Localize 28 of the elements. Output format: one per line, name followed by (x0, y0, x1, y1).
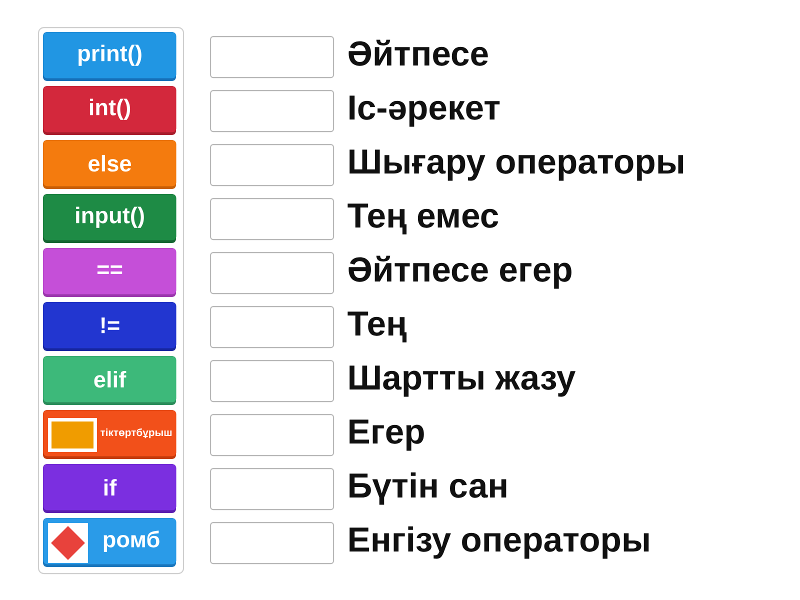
answer-tile: int() (43, 86, 176, 135)
answer-box (210, 414, 334, 456)
term-label: Тең (348, 312, 407, 342)
answer-tile: else (43, 140, 176, 189)
answer-box (210, 144, 334, 186)
answer-tile: print() (43, 32, 176, 81)
answer-box (210, 306, 334, 348)
answer-tile: if (43, 464, 176, 513)
term-label: Іс-әрекет (350, 96, 500, 127)
term-label: Шығару операторы (350, 150, 684, 181)
term-label: Бүтін сан (350, 472, 506, 505)
term-label: Әйтпесе егер (348, 256, 572, 289)
term-label: Шартты жазу (350, 366, 576, 397)
term-label: Енгізу операторы (350, 526, 649, 559)
answer-box (210, 252, 334, 294)
answer-box (210, 198, 334, 240)
answer-box (210, 468, 334, 510)
term-label: Әйтпесе (348, 40, 488, 66)
answer-tile: elif (43, 356, 176, 405)
answer-box (210, 360, 334, 402)
answer-tile: input() (43, 194, 176, 243)
term-label: Тең емес (348, 204, 498, 234)
answer-tile: != (43, 302, 176, 351)
term-label: Егер (350, 420, 424, 451)
answer-tile: == (43, 248, 176, 297)
answer-box (210, 522, 334, 564)
answer-box (210, 36, 334, 78)
answer-box (210, 90, 334, 132)
